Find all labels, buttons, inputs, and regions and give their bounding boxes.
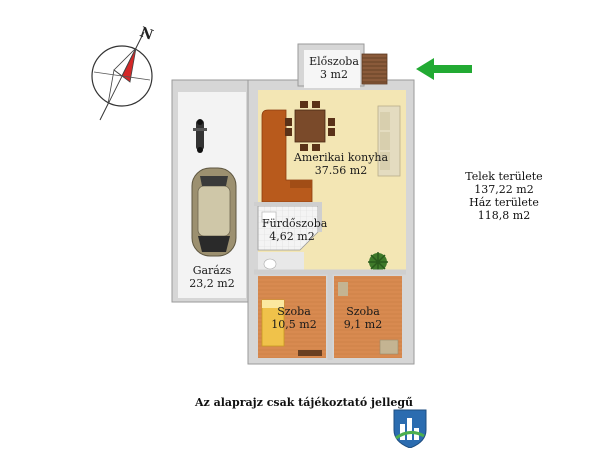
motorbike [193, 119, 207, 153]
room-area: 4,62 m2 [269, 230, 315, 243]
eloszoba-floor [304, 50, 360, 88]
room-name: Előszoba [309, 55, 359, 68]
telek-value: 137,22 m2 [474, 183, 534, 196]
room-szoba1: Szoba 10,5 m2 [258, 305, 330, 331]
room-area: 37.56 m2 [314, 164, 368, 177]
haz-value: 118,8 m2 [477, 209, 531, 222]
room-garazs: Garázs 23,2 m2 [178, 264, 246, 290]
room-konyha: Amerikai konyha 37.56 m2 [286, 151, 396, 177]
room-furdo: Fürdőszoba 4,62 m2 [262, 217, 328, 243]
room-area: 10,5 m2 [271, 318, 317, 331]
room-name: Garázs [192, 264, 232, 277]
room-area: 9,1 m2 [343, 318, 383, 331]
compass-rose-icon [91, 31, 153, 121]
disclaimer-caption: Az alaprajz csak tájékoztató jellegű [195, 396, 414, 409]
room-area: 23,2 m2 [189, 277, 235, 290]
plant [368, 252, 388, 272]
arrow-left-icon [416, 58, 472, 80]
room-name: Szoba [346, 305, 380, 318]
area-info: Telek területe 137,22 m2 Ház területe 11… [444, 170, 564, 222]
room-area: 3 m2 [320, 68, 348, 81]
room-name: Fürdőszoba [262, 217, 328, 230]
telek-label: Telek területe [465, 170, 543, 183]
room-name: Amerikai konyha [293, 151, 389, 164]
sofa [377, 105, 401, 177]
company-logo-icon [393, 409, 427, 448]
room-eloszoba: Előszoba 3 m2 [306, 55, 362, 81]
haz-label: Ház területe [469, 196, 539, 209]
room-szoba2: Szoba 9,1 m2 [334, 305, 392, 331]
dining-set [285, 101, 335, 151]
car [191, 167, 237, 257]
entrance-deck [361, 53, 388, 85]
room-name: Szoba [277, 305, 311, 318]
